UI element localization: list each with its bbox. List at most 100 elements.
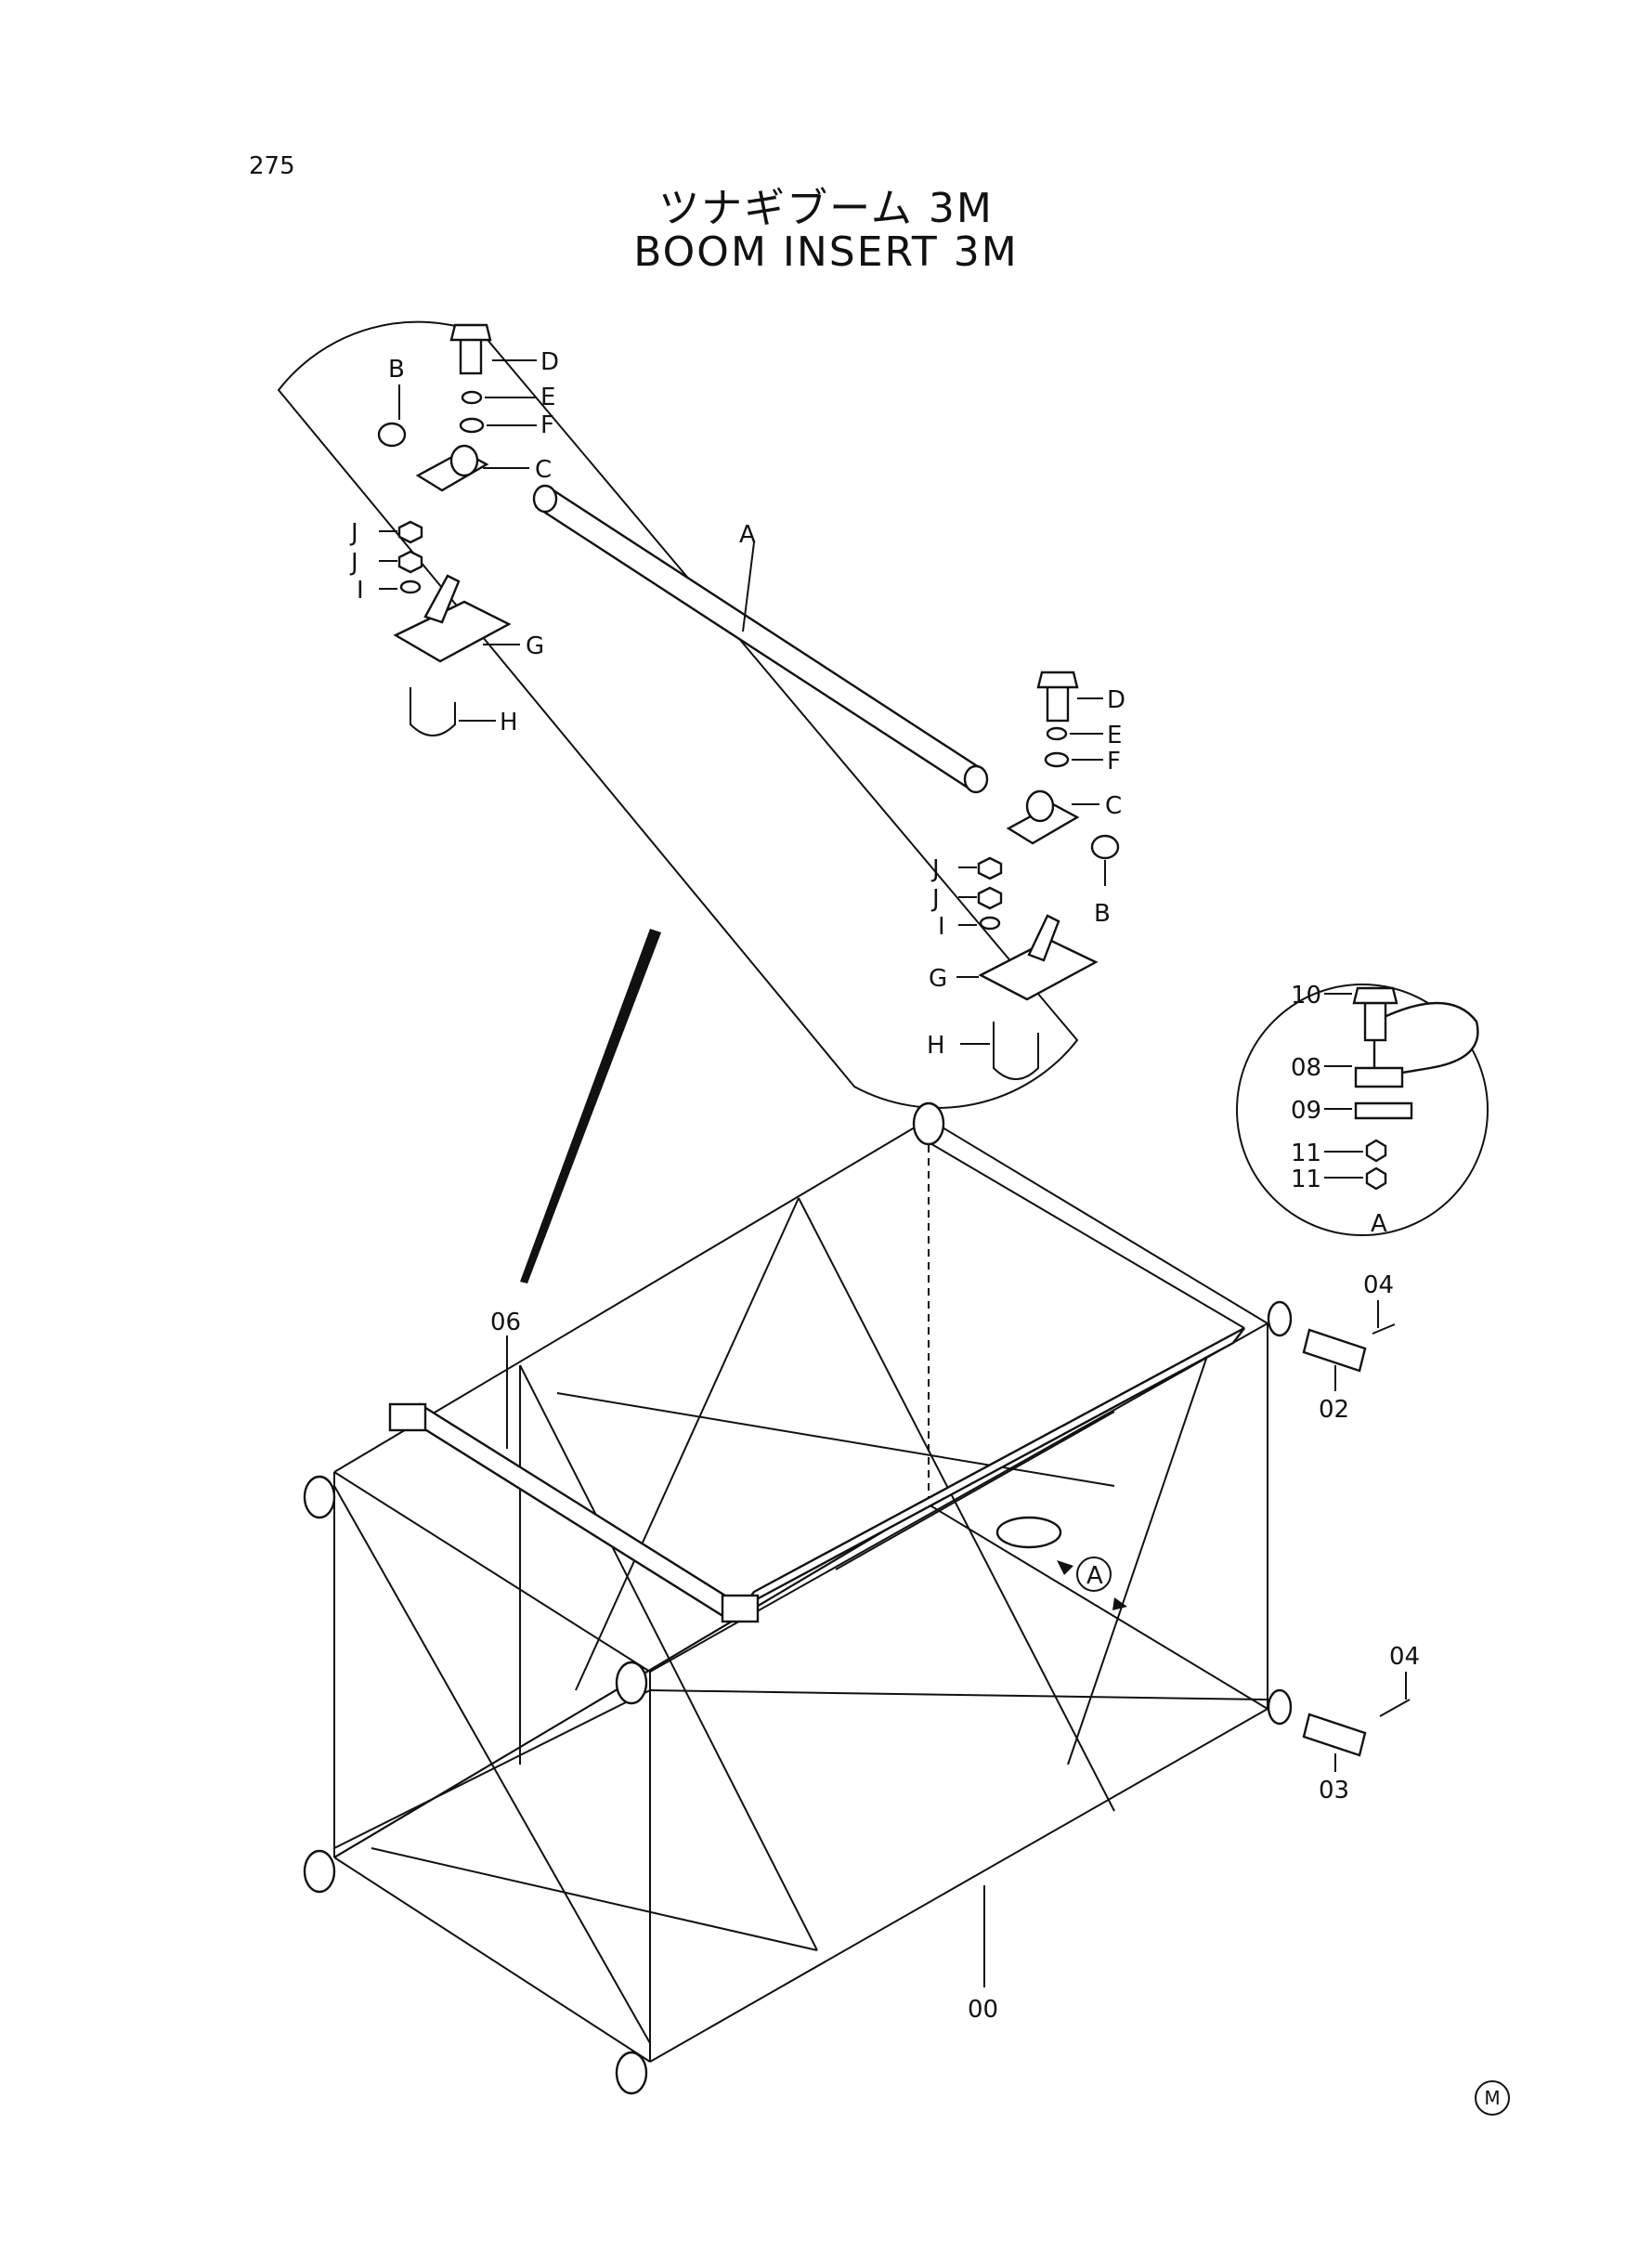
washer-I-left [399,580,422,594]
label-D-right: D [1107,686,1125,714]
bolt-10 [1363,1001,1387,1042]
label-C-left: C [535,456,552,484]
title-japanese: ツナギブーム 3M [658,185,994,232]
clip-04-lower [1379,1699,1411,1717]
label-D-left: D [540,348,559,376]
nut-11-upper [1365,1139,1387,1163]
installed-shaft: 06 [388,1309,1245,1623]
label-A: A [739,521,756,549]
label-detail-A: A [1371,1210,1387,1238]
shaft-A: A [532,484,989,794]
label-J2-left: J [349,549,358,577]
lug-top-rear [912,1101,945,1146]
title-english: BOOM INSERT 3M [633,228,1019,276]
installed-shaft-front [407,1402,745,1623]
bottom-rear-chord [928,1504,1268,1710]
washer-E-left [461,390,483,405]
boom-frame [333,1118,1268,2063]
nut-J1-left [397,520,423,544]
frame-label-group: 00 [968,1885,998,2024]
label-H-left: H [500,709,518,736]
detail-A-outline [1236,984,1489,1236]
bearing-C-left-ring [449,444,479,477]
ubolt-H-right [993,1022,1039,1080]
detail-leader-wedge [520,929,661,1283]
label-J2-right: J [930,885,940,913]
label-08: 08 [1291,1054,1321,1082]
washer-E-right [1046,726,1068,741]
hardware-left: D E F C B J J I G [349,323,559,736]
installed-bracket-left [388,1402,427,1432]
manufacturer-mark-icon: M [1475,2080,1510,2116]
clamp-09 [1354,1101,1413,1120]
clamp-B-left [377,422,407,448]
lug-bottom-front-right [615,2051,648,2095]
label-06: 06 [490,1309,521,1336]
bolt-D-left-head [449,323,492,342]
label-G-right: G [929,965,947,993]
clip-04-upper [1372,1323,1396,1335]
diag-left-4 [798,1197,1115,1812]
washer-F-left [459,417,485,434]
ubolt-H-left [410,687,456,736]
clip-sketch [1372,1001,1479,1079]
label-G-left: G [526,632,544,660]
top-rear-chord [928,1118,1268,1324]
label-E-left: E [540,384,555,411]
diag-front-2 [333,1689,651,1849]
diag-rear-1 [1067,1355,1208,1765]
washer-I-right [979,916,1001,931]
bottom-front-chord [333,1857,651,2063]
label-F-left: F [540,411,554,439]
shaft-end-right [963,764,989,794]
bracket-G-right-fin [1027,914,1060,962]
bolt-10-head [1352,986,1398,1005]
label-F-right: F [1107,748,1121,775]
pin-02-assembly: 04 02 [1302,1271,1396,1424]
clamp-B-right [1090,834,1120,860]
lug-bottom-rear-right [1267,1688,1293,1726]
label-04-lower: 04 [1389,1643,1420,1671]
view-A-label: A [1086,1562,1103,1590]
view-A-arrow-left [1057,1560,1073,1575]
lug-top-front-right [615,1661,648,1705]
page-number: 275 [249,152,295,180]
diag-left-2 [519,1364,818,1951]
label-E-right: E [1107,722,1122,749]
shaft-body [535,489,986,789]
nut-J2-left [397,550,423,574]
bracket-G-left [393,600,512,663]
label-10: 10 [1291,982,1321,1010]
diag-top-1 [928,1141,1245,1329]
label-03: 03 [1319,1777,1349,1804]
top-front-chord [333,1471,651,1673]
bottom-right-chord [649,1708,1268,2063]
label-J1-left: J [349,519,358,547]
lug-top-front-left [303,1475,336,1519]
diag-top-2 [556,1392,1115,1487]
bolt-D-left [459,334,483,375]
label-C-right: C [1105,792,1122,820]
lug-bottom-front-left [303,1849,336,1894]
label-I-right: I [938,913,945,941]
diag-right-2 [835,1411,1115,1570]
label-00: 00 [968,1996,998,2024]
view-A-circle [1076,1557,1112,1592]
label-02: 02 [1319,1396,1349,1424]
label-I-left: I [357,577,364,605]
detail-bubble [277,320,1079,1283]
diag-right-1 [649,1689,1268,1700]
bolt-D-right-head [1036,671,1079,689]
clamp-08 [1354,1066,1404,1088]
label-B-right: B [1094,900,1111,928]
view-A-marker: A [995,1516,1127,1610]
installed-bracket-mid [721,1594,760,1623]
label-09: 09 [1291,1097,1321,1125]
diag-left-3 [575,1197,800,1691]
bracket-G-left-fin [423,574,461,624]
frame-lugs [303,1101,1293,2095]
leader-A [742,541,755,632]
label-04-upper: 04 [1363,1271,1394,1299]
